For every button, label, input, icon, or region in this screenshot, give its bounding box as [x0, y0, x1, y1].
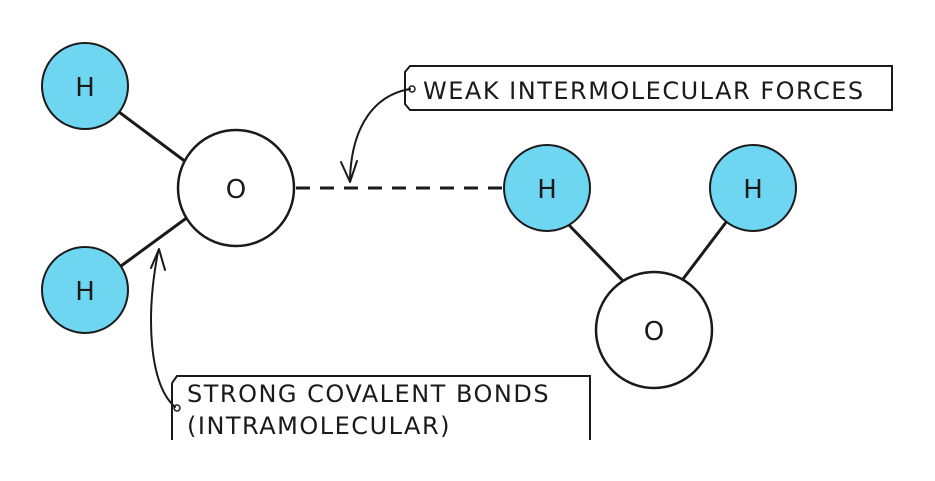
hydrogen-atom-left-top: H [41, 42, 129, 130]
oxygen-atom-left: O [176, 128, 296, 248]
atom-label: H [537, 175, 557, 205]
hydrogen-atom-right-right: H [709, 144, 797, 232]
label-box-outline [171, 375, 591, 440]
hydrogen-atom-left-bottom: H [41, 246, 129, 334]
covalent-bond-right-left [564, 220, 628, 286]
weak-forces-callout: WEAK INTERMOLECULAR FORCES [340, 65, 893, 183]
covalent-bond-bottom-left [119, 212, 194, 268]
atom-label: H [743, 175, 763, 205]
arrowhead [150, 248, 166, 271]
atom-label: H [75, 277, 95, 307]
hydrogen-atom-right-left: H [503, 144, 591, 232]
atom-label: O [644, 317, 664, 347]
label-box-outline [404, 65, 893, 111]
arrowhead [340, 160, 358, 183]
covalent-bond-right-right [678, 219, 729, 285]
strong-bonds-callout: STRONG COVALENT BONDS (INTRAMOLECULAR) [150, 248, 591, 440]
covalent-bond-top-left [117, 110, 192, 167]
atom-label: O [226, 175, 246, 205]
weak-forces-label: WEAK INTERMOLECULAR FORCES [423, 77, 865, 105]
weak-forces-arrow [349, 88, 411, 179]
atom-label: H [75, 73, 95, 103]
strong-bonds-arrow [150, 251, 176, 408]
strong-bonds-label-line1: STRONG COVALENT BONDS [187, 380, 550, 408]
strong-bonds-label-line2: (INTRAMOLECULAR) [187, 412, 451, 440]
oxygen-atom-right: O [594, 270, 714, 390]
